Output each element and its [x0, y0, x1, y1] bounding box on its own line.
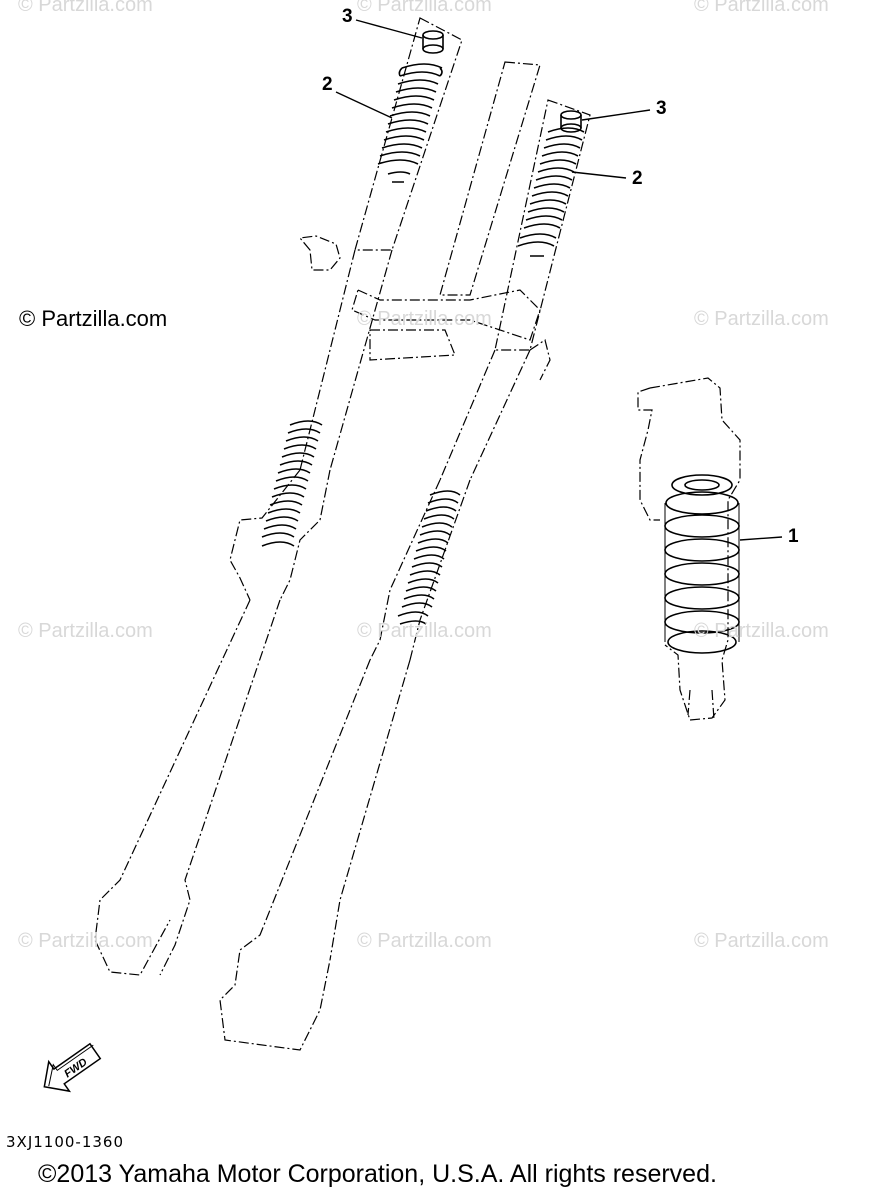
- watermark-row3-right: © Partzilla.com: [694, 620, 829, 642]
- leader-3-right: [581, 109, 651, 121]
- rear-shock-spring: [664, 474, 740, 654]
- watermark-row4-right: © Partzilla.com: [694, 930, 829, 952]
- watermark-row3-left: © Partzilla.com: [18, 620, 153, 642]
- watermark-row4-center: © Partzilla.com: [357, 930, 492, 952]
- watermark-row3-center: © Partzilla.com: [357, 620, 492, 642]
- spacer-right: [560, 110, 582, 133]
- fork-spring-lower-left: [261, 420, 323, 547]
- callout-part-3-right: 3: [656, 98, 667, 119]
- watermark-top-center: © Partzilla.com: [357, 0, 492, 16]
- rear-shock-outline: [637, 377, 741, 721]
- left-fork-outline: [94, 17, 463, 976]
- fork-spring-top-right: [517, 127, 585, 257]
- callout-part-3-left: 3: [342, 6, 353, 27]
- callout-part-2-right: 2: [632, 168, 643, 189]
- fwd-arrow-icon: FWD: [43, 1042, 102, 1093]
- spacer-left: [422, 30, 444, 54]
- watermark-row4-left: © Partzilla.com: [18, 930, 153, 952]
- watermark-top-left: © Partzilla.com: [18, 0, 153, 16]
- leader-3-left: [355, 19, 423, 39]
- leader-2-right: [571, 171, 627, 179]
- triple-clamp-outline: [351, 289, 541, 361]
- watermark-mid-right: © Partzilla.com: [694, 308, 829, 330]
- watermark-left-bold: © Partzilla.com: [19, 306, 168, 331]
- leader-1: [739, 536, 783, 541]
- watermark-mid-center: © Partzilla.com: [357, 308, 492, 330]
- fork-spring-lower-right: [397, 490, 461, 625]
- leader-2-left: [335, 91, 393, 119]
- diagram-part-code: 3XJ1100-1360: [6, 1133, 125, 1151]
- callout-part-1: 1: [788, 526, 799, 547]
- watermark-top-right: © Partzilla.com: [694, 0, 829, 16]
- callout-part-2-left: 2: [322, 74, 333, 95]
- copyright-notice: ©2013 Yamaha Motor Corporation, U.S.A. A…: [38, 1160, 717, 1188]
- fork-spring-top-left: [377, 63, 443, 183]
- right-fork-outline: [219, 61, 591, 1051]
